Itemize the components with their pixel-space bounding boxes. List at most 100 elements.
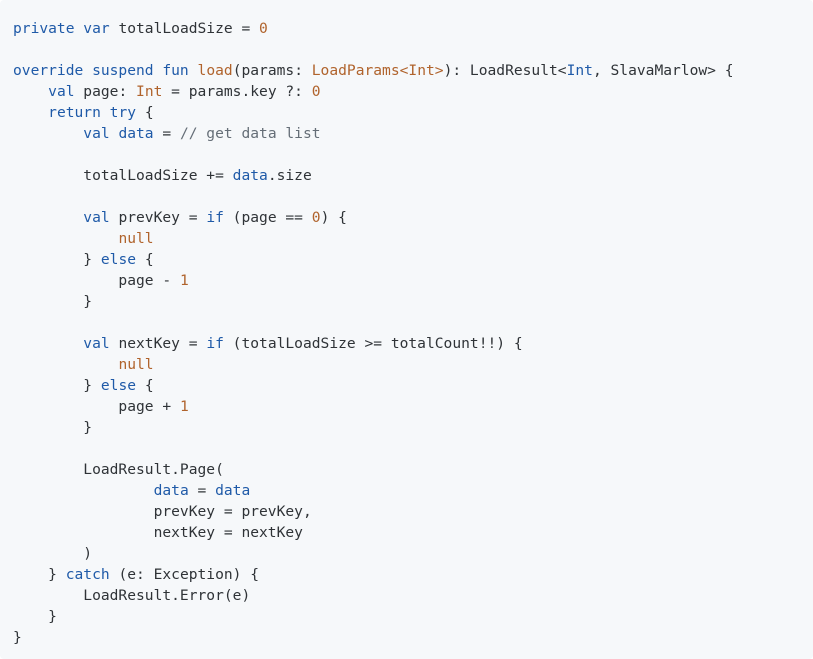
code-token: totalLoadSize += (13, 167, 233, 184)
code-line: ​ (13, 312, 813, 333)
code-token: catch (65, 566, 110, 583)
code-token: null (118, 230, 154, 247)
code-token: nextKey = (109, 335, 207, 352)
code-token: if (206, 335, 224, 352)
code-token: LoadResult.Error(e) (13, 587, 251, 604)
code-token: } (13, 419, 93, 436)
code-token: { (136, 251, 154, 268)
code-token: } (13, 608, 57, 625)
code-line: page - 1 (13, 270, 813, 291)
code-token: page + (13, 398, 180, 415)
code-token: data (153, 482, 189, 499)
code-line: ​ (13, 144, 813, 165)
code-token: = params.key ?: (162, 83, 312, 100)
code-token: data (215, 482, 251, 499)
code-token: 0 (311, 83, 321, 100)
code-line: val prevKey = if (page == 0) { (13, 207, 813, 228)
code-token (189, 62, 198, 79)
code-token: LoadParams<Int> (311, 62, 444, 79)
code-token: 0 (259, 20, 268, 37)
code-token: override suspend fun (13, 62, 189, 79)
code-token: } (13, 293, 93, 310)
code-line: } (13, 606, 813, 627)
code-line: return try { (13, 102, 813, 123)
code-token (13, 482, 154, 499)
code-token: 1 (179, 398, 189, 415)
code-token: val (83, 335, 110, 352)
code-token (13, 230, 118, 247)
code-line: LoadResult.Page( (13, 459, 813, 480)
code-line: totalLoadSize += data.size (13, 165, 813, 186)
code-line: val data = // get data list (13, 123, 813, 144)
code-line: data = data (13, 480, 813, 501)
code-line: val page: Int = params.key ?: 0 (13, 81, 813, 102)
code-token: (totalLoadSize >= totalCount!!) { (223, 335, 523, 352)
code-token: val data (83, 125, 154, 142)
code-line: } (13, 417, 813, 438)
code-token: val (83, 209, 110, 226)
code-token: = (153, 125, 180, 142)
code-token: } (13, 629, 22, 646)
code-token: Int (566, 62, 593, 79)
code-token: } (13, 251, 101, 268)
code-token (13, 83, 48, 100)
code-token: { (136, 104, 154, 121)
code-line: } else { (13, 249, 813, 270)
code-token: null (118, 356, 154, 373)
code-token (13, 104, 48, 121)
code-token: (e: Exception) { (109, 566, 260, 583)
code-token: } (13, 566, 66, 583)
code-token: if (206, 209, 224, 226)
code-line: ) (13, 543, 813, 564)
code-token: prevKey = prevKey, (13, 503, 312, 520)
code-token: { (136, 377, 154, 394)
code-token: 0 (311, 209, 321, 226)
code-line: ​ (13, 438, 813, 459)
code-token: load (197, 62, 233, 79)
code-line: private var totalLoadSize = 0 (13, 18, 813, 39)
code-line: ​ (13, 39, 813, 60)
code-token: LoadResult.Page( (13, 461, 224, 478)
code-token: } (13, 377, 101, 394)
code-token (13, 356, 118, 373)
code-token: .size (267, 167, 312, 184)
code-token: ) { (320, 209, 347, 226)
code-token: Int (136, 83, 163, 100)
code-token: prevKey = (109, 209, 207, 226)
code-line: } catch (e: Exception) { (13, 564, 813, 585)
code-token: val (48, 83, 75, 100)
code-token: page: (74, 83, 137, 100)
code-line: page + 1 (13, 396, 813, 417)
code-line: } (13, 627, 813, 648)
code-line: null (13, 354, 813, 375)
code-token: nextKey = nextKey (13, 524, 303, 541)
code-line: LoadResult.Error(e) (13, 585, 813, 606)
code-token: return try (48, 104, 137, 121)
code-line: } else { (13, 375, 813, 396)
code-token: else (100, 251, 137, 268)
code-token: private var (13, 20, 110, 37)
code-token: = (188, 482, 216, 499)
code-token: else (100, 377, 137, 394)
code-token: data (232, 167, 268, 184)
code-token (13, 335, 83, 352)
code-line: override suspend fun load(params: LoadPa… (13, 60, 813, 81)
code-token: ): LoadResult< (443, 62, 567, 79)
code-line: ​ (13, 186, 813, 207)
code-line: nextKey = nextKey (13, 522, 813, 543)
code-token: page - (13, 272, 180, 289)
code-line: prevKey = prevKey, (13, 501, 813, 522)
code-token: (page == (223, 209, 312, 226)
code-token: // get data list (179, 125, 321, 142)
code-token: , SlavaMarlow> { (592, 62, 734, 79)
code-token: 1 (179, 272, 189, 289)
code-line: val nextKey = if (totalLoadSize >= total… (13, 333, 813, 354)
code-token: (params: (232, 62, 312, 79)
code-line: } (13, 291, 813, 312)
code-token: totalLoadSize = (109, 20, 260, 37)
code-body: private var totalLoadSize = 0​override s… (13, 18, 813, 648)
code-token (13, 125, 83, 142)
code-token (13, 209, 83, 226)
code-line: null (13, 228, 813, 249)
